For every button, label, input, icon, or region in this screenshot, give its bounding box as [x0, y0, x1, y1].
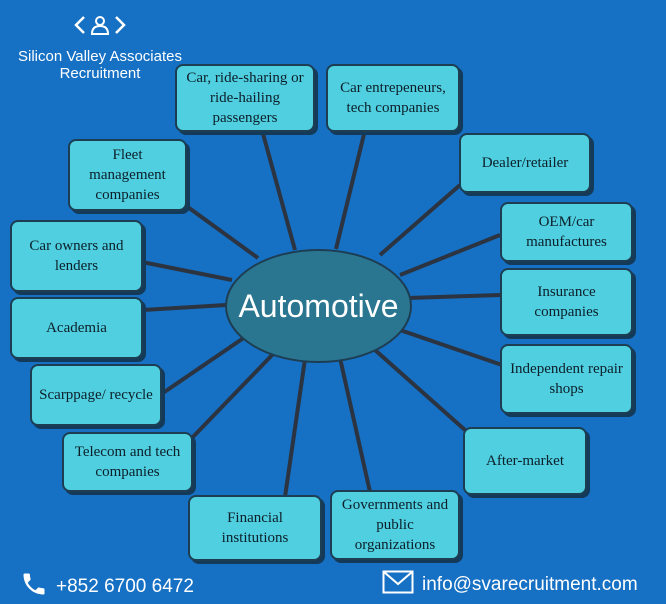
node-car-passengers: Car, ride-sharing or ride-hailing passen…	[175, 64, 315, 132]
phone-icon	[20, 570, 56, 604]
node-governments: Governments and public organizations	[330, 490, 460, 560]
brand-name: Silicon Valley Associates	[18, 48, 182, 65]
node-repair: Independent repair shops	[500, 344, 633, 414]
phone-number: +852 6700 6472	[56, 576, 194, 597]
mail-icon	[382, 570, 422, 600]
email-address: info@svarecruitment.com	[422, 574, 638, 595]
node-car-owners: Car owners and lenders	[10, 220, 143, 292]
node-insurance: Insurance companies	[500, 268, 633, 336]
node-oem: OEM/car manufactures	[500, 202, 633, 262]
email-contact[interactable]: info@svarecruitment.com	[382, 570, 638, 600]
node-fleet: Fleet management companies	[68, 139, 187, 211]
center-node: Automotive	[225, 249, 412, 363]
node-car-entrepreneurs: Car entrepeneurs, tech companies	[326, 64, 460, 132]
node-scrappage: Scarppage/ recycle	[30, 364, 162, 426]
user-logo-icon	[0, 12, 200, 44]
brand-logo: Silicon Valley Associates Recruitment	[0, 12, 200, 82]
brand-subtitle: Recruitment	[59, 65, 141, 82]
node-financial: Financial institutions	[188, 495, 322, 561]
phone-contact[interactable]: +852 6700 6472	[20, 570, 194, 604]
node-aftermarket: After-market	[463, 427, 587, 495]
node-academia: Academia	[10, 297, 143, 359]
node-dealer: Dealer/retailer	[459, 133, 591, 193]
node-telecom: Telecom and tech companies	[62, 432, 193, 492]
